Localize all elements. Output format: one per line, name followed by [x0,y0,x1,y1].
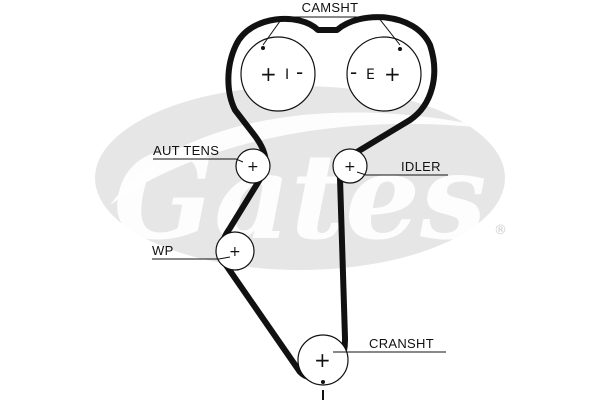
aut-tens-label: AUT TENS [153,143,219,158]
crankshaft-plus-symbol: + [314,348,331,372]
water-pump-pulley: + WP [152,231,255,271]
auto-tensioner: + AUT TENS [153,143,271,184]
intake-minus-symbol: - [296,60,303,84]
tensioner-circle [235,148,271,184]
idler-circle [332,148,368,184]
water-pump-leader-line [152,256,231,260]
exhaust-plus-symbol: + [384,62,401,86]
intake-timing-dot [261,46,265,50]
camshaft-callout: CAMSHT [262,0,401,46]
idler-pulley: + IDLER [332,148,448,184]
crankshaft-circle [297,334,349,386]
crankshaft-pulley: + CRANSHT [297,334,446,400]
watermark-registered-mark: ® [494,223,507,238]
intake-plus-symbol: + [260,62,277,86]
camshaft-exhaust-pulley: - E + [346,36,422,112]
tensioner-leader-line [153,158,244,163]
exhaust-mark-letter: E [366,67,375,83]
tensioner-plus-symbol: + [247,159,259,175]
crankshaft-timing-dot [321,380,325,384]
camshaft-label: CAMSHT [302,0,359,15]
intake-mark-letter: I [285,67,289,83]
intake-pulley-circle [240,36,316,112]
camshaft-intake-pulley: + I - [240,36,316,112]
idler-label: IDLER [401,159,441,174]
idler-leader-line [356,171,448,176]
cranksht-label: CRANSHT [369,336,434,351]
idler-plus-symbol: + [344,159,356,175]
watermark-swoosh-ellipse [95,86,505,270]
wp-label: WP [152,243,174,258]
water-pump-circle [215,231,255,271]
exhaust-minus-symbol: - [350,60,357,84]
camshaft-bracket [262,16,401,46]
exhaust-timing-dot [398,47,402,51]
exhaust-pulley-circle [346,36,422,112]
water-pump-plus-symbol: + [229,244,241,260]
watermark-brand-text: Gates [113,127,486,266]
